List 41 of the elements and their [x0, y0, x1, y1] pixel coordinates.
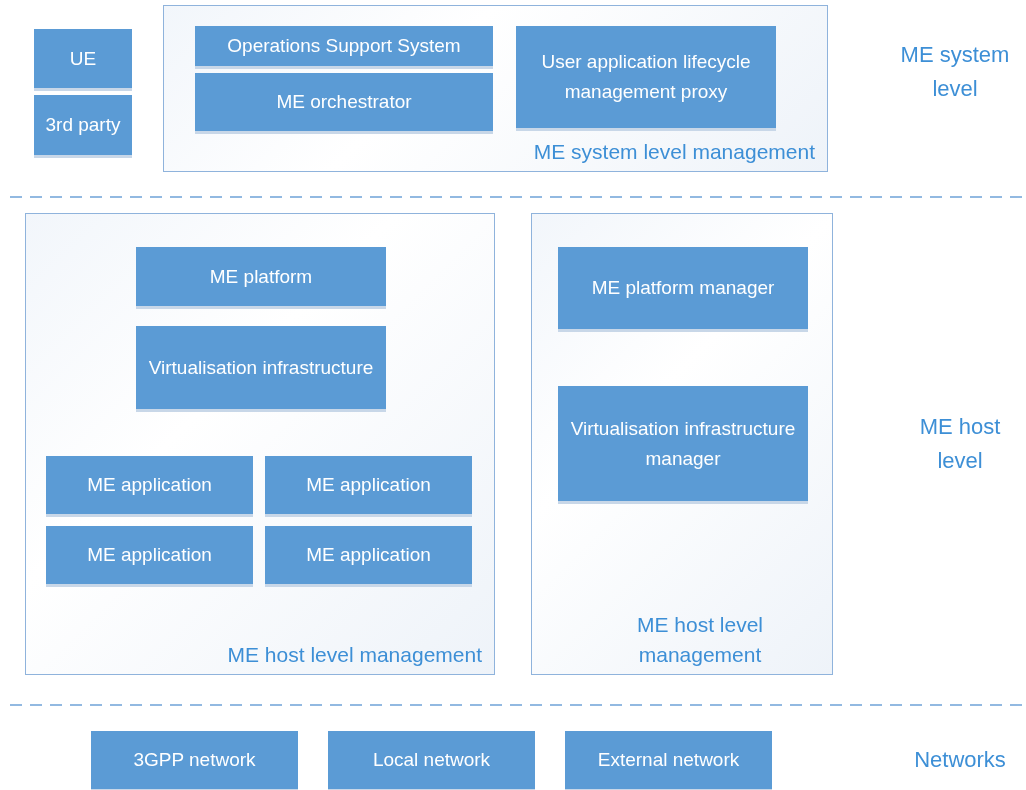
box-label: Virtualisation infrastructure: [148, 355, 374, 380]
box-label: ME application: [87, 473, 212, 497]
box-label: Operations Support System: [227, 34, 461, 58]
component-box: [34, 29, 132, 88]
box-label: ME application: [87, 543, 212, 567]
component-box: [136, 326, 386, 409]
group-title: ME system level management: [533, 139, 815, 165]
component-box: [46, 456, 253, 514]
group-container: [531, 213, 833, 675]
component-box: [46, 526, 253, 584]
level-label: Networks: [913, 746, 1007, 774]
component-box: [195, 73, 493, 131]
box-label: UE: [69, 46, 97, 71]
box-label: ME application: [306, 473, 431, 497]
box-label: User application lifecycle management proxy: [540, 50, 752, 104]
group-container: [25, 213, 495, 675]
component-box: [136, 247, 386, 306]
box-label: External network: [597, 748, 740, 772]
component-box: [265, 456, 472, 514]
component-box: [558, 386, 808, 501]
component-box: [328, 731, 535, 789]
group-container: [163, 5, 828, 172]
box-label: ME platform: [209, 264, 313, 289]
component-box: [558, 247, 808, 329]
box-label: ME application: [306, 543, 431, 567]
level-label: ME system level: [900, 41, 1010, 103]
box-label: Virtualisation infrastructure manager: [569, 416, 797, 471]
box-label: ME platform manager: [591, 276, 775, 300]
box-label: 3GPP network: [133, 748, 256, 772]
component-box: [265, 526, 472, 584]
box-label: 3rd party: [45, 113, 121, 137]
box-label: Local network: [372, 748, 491, 772]
level-label: ME host level: [918, 413, 1002, 475]
box-label: ME orchestrator: [276, 90, 412, 114]
group-title: ME host level management: [227, 642, 482, 668]
group-title: ME host level management: [635, 612, 765, 668]
component-box: [565, 731, 772, 789]
component-box: [195, 26, 493, 66]
component-box: [91, 731, 298, 789]
component-box: [516, 26, 776, 128]
component-box: [34, 95, 132, 155]
